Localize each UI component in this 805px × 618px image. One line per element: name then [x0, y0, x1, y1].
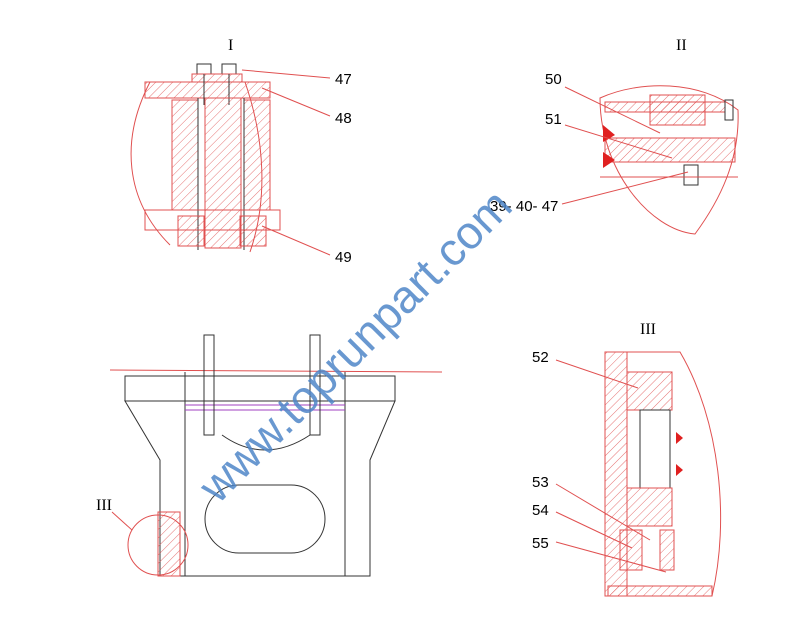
leader-49	[261, 225, 331, 256]
view-1-bottom-plate	[144, 209, 281, 231]
weld-mark-3	[676, 432, 683, 444]
view-3-lower-roller	[626, 487, 673, 527]
label-53: 53	[532, 474, 549, 491]
view-3-base-plate	[607, 585, 713, 597]
view-1-shaft	[204, 97, 242, 249]
detail-view-3: III 52 53 54 55	[532, 321, 722, 597]
view-2-lower-plate	[604, 137, 736, 163]
main-assembly-view: III	[96, 334, 443, 577]
view-1-bottom-left-block	[177, 215, 205, 247]
weld-mark-4	[676, 464, 683, 476]
label-48: 48	[335, 110, 352, 127]
view-2-bolt	[683, 164, 699, 186]
leader-47	[241, 69, 331, 79]
view-1-top-flange	[144, 81, 271, 99]
view-1-outline	[130, 81, 171, 246]
view-3-bearing	[639, 409, 671, 489]
view-3-outline	[604, 351, 722, 597]
main-slot-window	[204, 484, 326, 554]
label-47: 47	[335, 71, 352, 88]
view-3-block-54	[619, 529, 643, 571]
leader-54	[555, 511, 633, 549]
label-49: 49	[335, 249, 352, 266]
main-left-bolt	[203, 334, 215, 436]
bolt-head-left	[196, 63, 212, 75]
view-3-upper-roller	[626, 371, 673, 411]
leader-48	[261, 87, 331, 117]
leader-51	[564, 124, 673, 159]
leader-50	[564, 86, 661, 134]
view-1-right-block	[243, 99, 271, 211]
detail-view-1: I 47 48 49	[130, 37, 352, 266]
washer-plate	[191, 73, 243, 83]
view-1-left-block	[171, 99, 199, 211]
view-2-nut	[724, 99, 734, 121]
main-right-bolt	[309, 334, 321, 436]
leader-52	[555, 359, 639, 389]
label-51: 51	[545, 111, 562, 128]
label-55: 55	[532, 535, 549, 552]
bolt-head-right	[221, 63, 237, 75]
detail-view-2: II 50 51 39- 40- 47	[490, 37, 739, 235]
view-2-title: II	[676, 37, 687, 54]
detail-3-callout-circle	[127, 514, 189, 576]
view-3-title: III	[640, 321, 656, 338]
main-top-line	[109, 369, 443, 373]
view-3-block-55	[659, 529, 675, 571]
leader-53	[555, 483, 651, 541]
view-2-outline	[599, 85, 739, 235]
leader-39-40-47	[561, 171, 689, 205]
weld-mark-2	[603, 152, 615, 168]
main-detail-3-area	[157, 511, 181, 577]
label-54: 54	[532, 502, 549, 519]
leader-55	[555, 541, 667, 573]
view-2-upper-block	[649, 94, 706, 126]
label-50: 50	[545, 71, 562, 88]
main-arc	[221, 434, 311, 451]
detail-3-leader	[111, 511, 133, 531]
detail-3-callout-label: III	[96, 497, 112, 514]
view-1-title: I	[228, 37, 233, 54]
label-52: 52	[532, 349, 549, 366]
view-1-bottom-right-block	[239, 215, 267, 247]
label-39-40-47: 39- 40- 47	[490, 198, 558, 215]
main-frame-body	[124, 400, 396, 577]
